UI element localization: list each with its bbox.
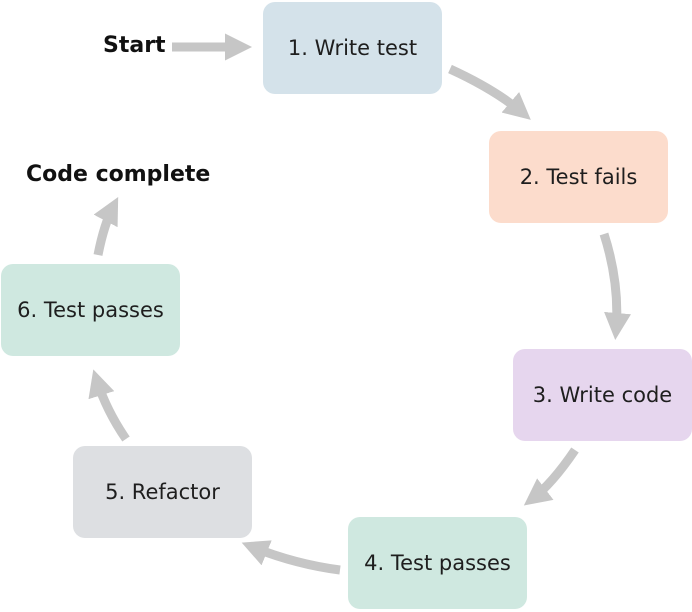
arrow-step-1-to-step-2 [448,64,531,120]
start-label: Start [103,33,166,58]
step-refactor: 5. Refactor [73,446,252,538]
arrow-step-2-to-step-3 [599,232,631,340]
step-write-code: 3. Write code [513,349,692,441]
step-test-passes: 4. Test passes [348,517,527,609]
code-complete-label: Code complete [26,162,211,187]
arrow-step-3-to-step-4 [523,447,579,506]
step-test-fails: 2. Test fails [489,131,668,223]
arrow-step-5-to-step-6 [88,369,130,442]
step-write-test: 1. Write test [263,2,442,94]
step-test-passes-final: 6. Test passes [1,264,180,356]
arrow-step-6-to-end [93,197,119,256]
arrow-step-4-to-step-5 [241,540,341,575]
